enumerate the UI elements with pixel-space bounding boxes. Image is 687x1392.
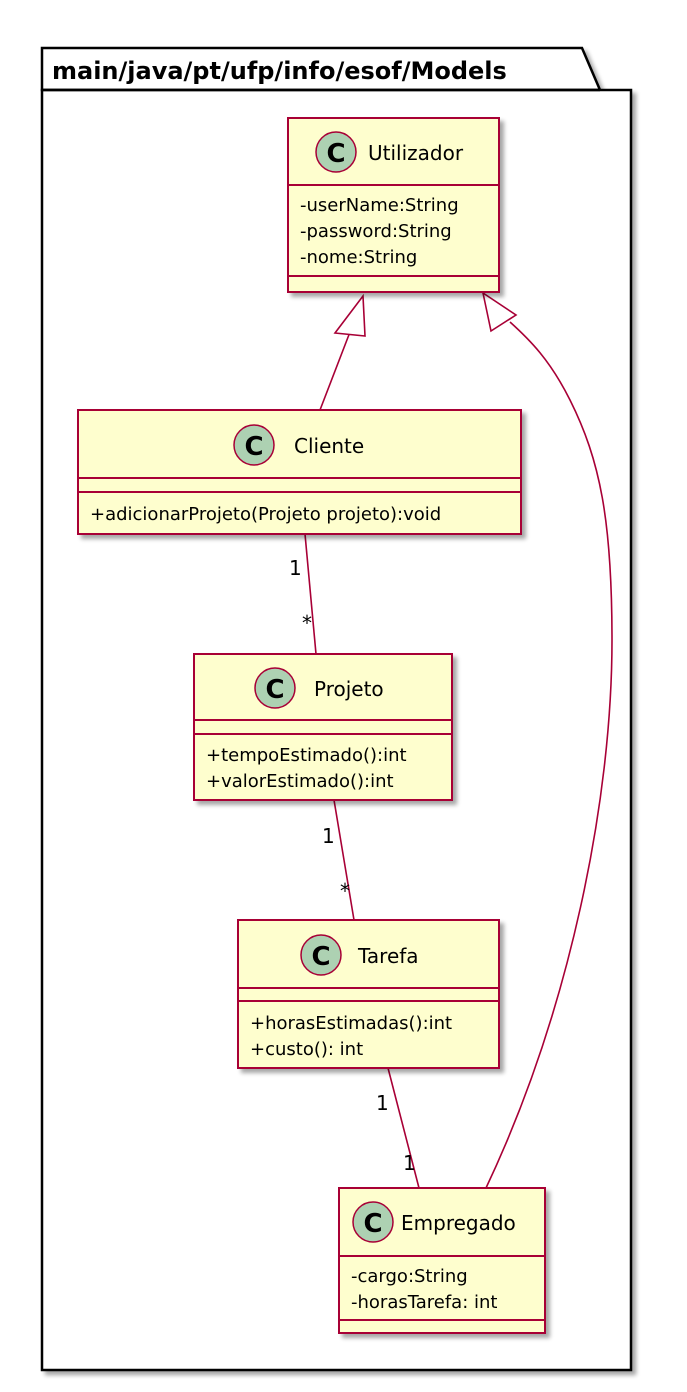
class-box xyxy=(193,653,453,801)
class-method: +tempoEstimado():int xyxy=(206,745,407,766)
multiplicity-tarefa: 1 xyxy=(376,1091,389,1115)
multiplicity-tarefa: * xyxy=(340,879,350,903)
class-method: +custo(): int xyxy=(250,1039,363,1060)
class-name: Empregado xyxy=(401,1211,516,1235)
multiplicity-projeto: * xyxy=(302,611,312,635)
multiplicity-empregado: 1 xyxy=(403,1151,416,1175)
class-name: Tarefa xyxy=(357,944,419,968)
class-spot-icon xyxy=(315,131,357,173)
class-spot-icon xyxy=(300,934,342,976)
class-method: +horasEstimadas():int xyxy=(250,1013,452,1034)
class-box xyxy=(237,919,500,1069)
class-spot-letter: C xyxy=(326,139,345,169)
class-spot-icon xyxy=(352,1201,394,1243)
class-spot-icon xyxy=(233,424,275,466)
class-method: +valorEstimado():int xyxy=(206,771,394,792)
class-spot-letter: C xyxy=(363,1209,382,1239)
class-utilizador[interactable]: C Utilizador -userName:String -password:… xyxy=(287,117,500,293)
class-name: Cliente xyxy=(294,434,364,458)
class-attribute: -cargo:String xyxy=(351,1266,468,1287)
multiplicity-projeto: 1 xyxy=(322,824,335,848)
association-tarefa-empregado xyxy=(387,1067,420,1189)
class-spot-icon xyxy=(254,667,296,709)
relations xyxy=(304,291,613,1189)
class-box xyxy=(77,409,522,535)
class-method: +adicionarProjeto(Projeto projeto):void xyxy=(90,504,441,525)
generalization-arrowhead xyxy=(333,293,366,337)
class-attribute: -nome:String xyxy=(300,247,417,268)
association-cliente-projeto xyxy=(304,533,317,655)
association-projeto-tarefa xyxy=(333,799,355,921)
class-spot-letter: C xyxy=(244,432,263,462)
package-title: main/java/pt/ufp/info/esof/Models xyxy=(52,57,507,85)
generalization-arrowhead xyxy=(481,291,518,333)
class-spot-letter: C xyxy=(311,942,330,972)
class-name: Projeto xyxy=(314,677,384,701)
generalization-cliente-utilizador-line xyxy=(319,331,351,411)
class-name: Utilizador xyxy=(368,141,464,165)
class-attribute: -horasTarefa: int xyxy=(351,1292,497,1313)
class-spot-letter: C xyxy=(265,675,284,705)
generalization-empregado-utilizador-line xyxy=(485,321,613,1189)
class-tarefa[interactable]: C Tarefa +horasEstimadas():int +custo():… xyxy=(237,919,500,1069)
class-attribute: -password:String xyxy=(300,221,452,242)
class-empregado[interactable]: C Empregado -cargo:String -horasTarefa: … xyxy=(338,1187,546,1334)
class-cliente[interactable]: C Cliente +adicionarProjeto(Projeto proj… xyxy=(77,409,522,535)
class-attribute: -userName:String xyxy=(300,195,459,216)
multiplicity-cliente: 1 xyxy=(289,556,302,580)
class-projeto[interactable]: C Projeto +tempoEstimado():int +valorEst… xyxy=(193,653,453,801)
